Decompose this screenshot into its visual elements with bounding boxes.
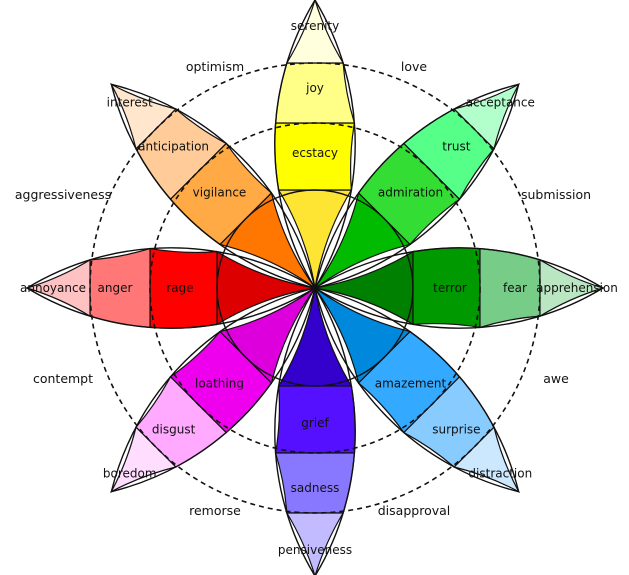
- emotion-label-pensiveness: pensiveness: [278, 543, 352, 557]
- surprise-petal-outline: [314, 287, 520, 493]
- dyad-contempt: contempt: [33, 371, 93, 386]
- dyad-disapproval: disapproval: [378, 503, 451, 518]
- anticipation-petal: [109, 82, 316, 289]
- anticipation-petal-outline: [110, 83, 316, 289]
- surprise-petal: [314, 287, 521, 494]
- emotion-label-amazement: amazement: [375, 377, 447, 391]
- emotion-label-loathing: loathing: [195, 377, 244, 391]
- inner-dashed-ring: [149, 122, 481, 454]
- emotion-label-trust: trust: [442, 140, 470, 154]
- anger-petal-outline: [25, 247, 317, 329]
- anger-petal-inner-band: [216, 250, 316, 326]
- joy-petal: [274, 0, 356, 290]
- emotion-label-fear: fear: [503, 281, 527, 295]
- emotion-label-disgust: disgust: [152, 422, 196, 436]
- fear-petal-inner-band: [314, 250, 414, 326]
- sadness-petal-inner-band: [277, 287, 353, 387]
- petals-layer: [24, 0, 606, 575]
- emotion-label-serenity: serenity: [291, 19, 339, 33]
- emotion-label-rage: rage: [166, 281, 193, 295]
- joy-petal-outline: [274, 0, 356, 290]
- dyad-submission: submission: [521, 187, 591, 202]
- emotion-label-grief: grief: [301, 416, 329, 430]
- emotion-label-surprise: surprise: [432, 422, 480, 436]
- dyads-layer: love submission awe disapproval remorse …: [15, 59, 591, 518]
- emotion-label-acceptance: acceptance: [466, 96, 535, 110]
- sadness-petal-outline: [274, 286, 356, 575]
- emotion-label-interest: interest: [107, 96, 153, 110]
- emotion-label-anger: anger: [98, 281, 133, 295]
- emotion-label-anticipation: anticipation: [138, 140, 209, 154]
- emotion-label-vigilance: vigilance: [193, 186, 247, 200]
- outer-dashed-ring: [89, 62, 541, 514]
- dyad-optimism: optimism: [186, 59, 244, 74]
- dyad-remorse: remorse: [189, 503, 241, 518]
- emotion-label-apprehension: apprehension: [536, 281, 618, 295]
- dyad-love: love: [401, 59, 428, 74]
- emotion-label-boredom: boredom: [103, 466, 157, 480]
- dyad-aggressiveness: aggressiveness: [15, 187, 111, 202]
- disgust-petal: [109, 287, 316, 494]
- emotion-label-sadness: sadness: [291, 481, 340, 495]
- disgust-petal-outline: [110, 287, 316, 493]
- emotion-label-distraction: distraction: [468, 466, 532, 480]
- emotion-label-ecstacy: ecstacy: [292, 146, 338, 160]
- sadness-petal-tip: [285, 512, 345, 575]
- emotion-label-joy: joy: [305, 81, 324, 95]
- anger-petal: [24, 247, 317, 329]
- labels-layer: serenity joy ecstacy acceptance trust admirat…: [20, 19, 618, 557]
- emotion-label-admiration: admiration: [378, 186, 443, 200]
- fear-petal-outline: [313, 247, 605, 329]
- emotion-label-annoyance: annoyance: [20, 281, 86, 295]
- core-circle: [216, 189, 414, 387]
- emotion-label-terror: terror: [433, 281, 467, 295]
- fear-petal: [313, 247, 606, 329]
- sadness-petal: [274, 286, 356, 575]
- trust-petal-outline: [314, 83, 520, 289]
- joy-petal-inner-band: [277, 189, 353, 289]
- dyad-awe: awe: [543, 371, 569, 386]
